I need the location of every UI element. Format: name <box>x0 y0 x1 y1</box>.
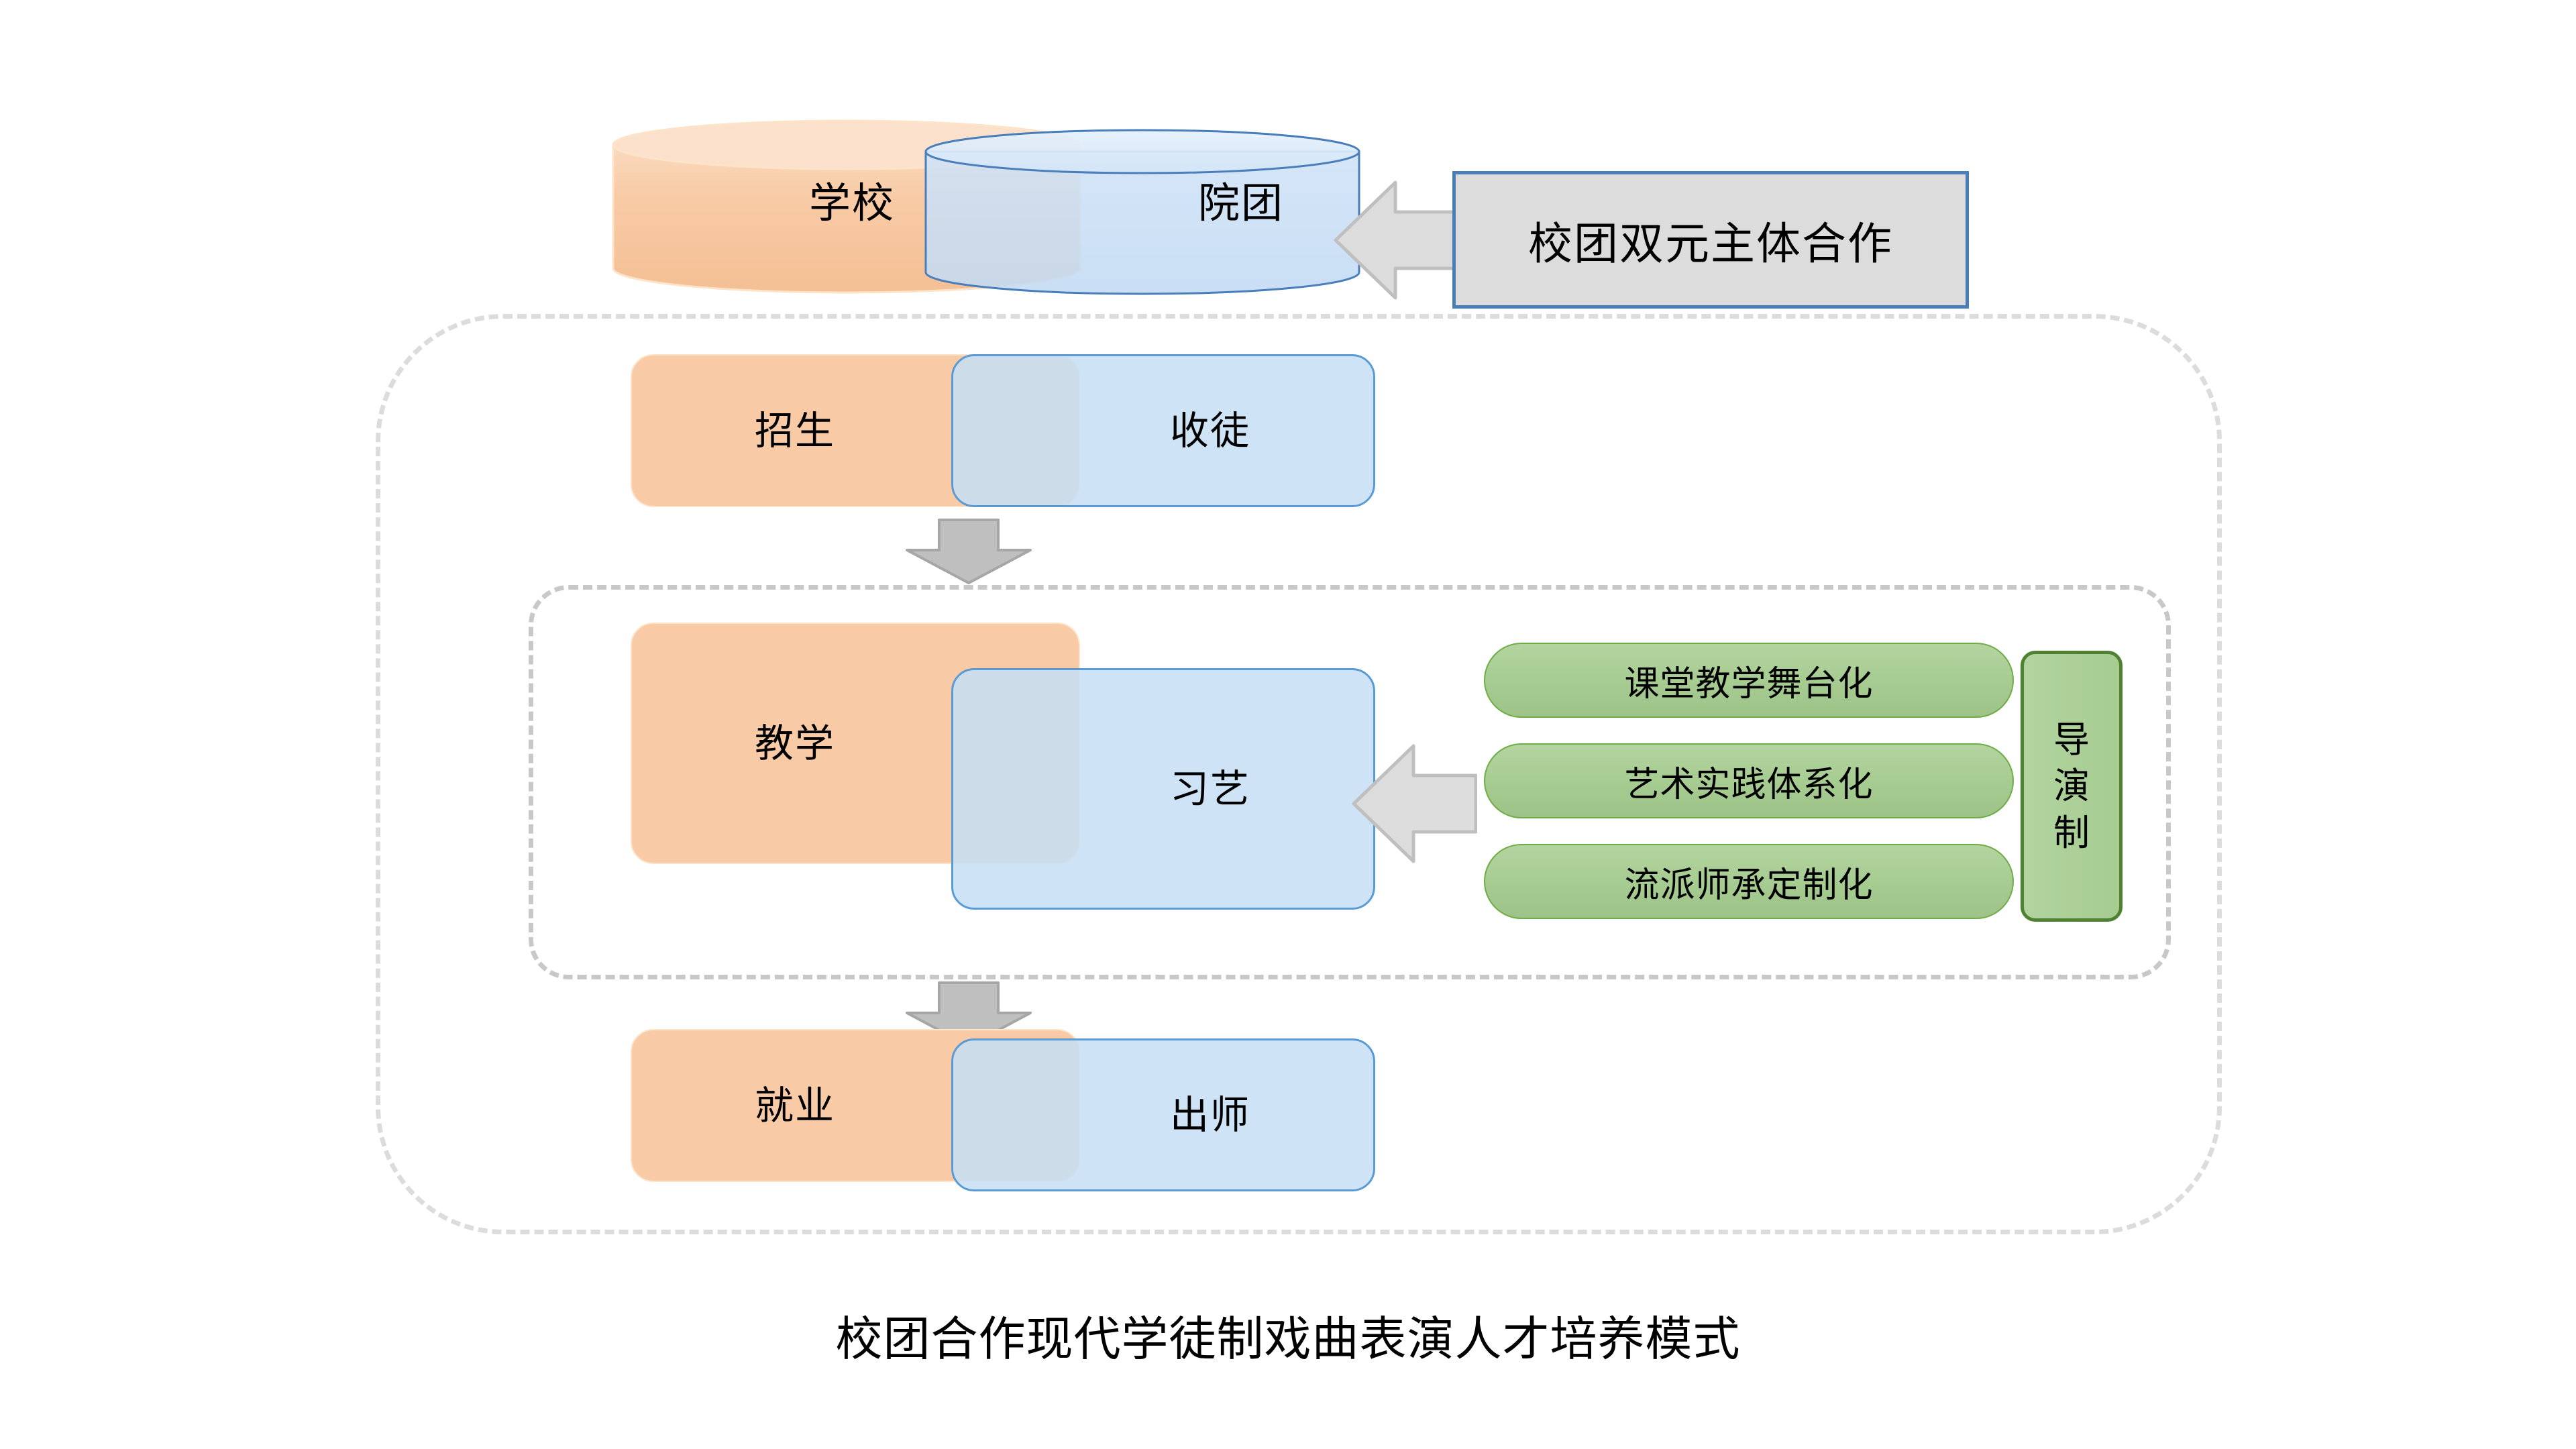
down-arrow-icon-recruit-to-teach <box>904 518 1033 585</box>
pill-art-practice[interactable]: 艺术实践体系化 <box>1484 743 2014 818</box>
stage-recruit-troupe[interactable]: 收徒 <box>951 354 1375 507</box>
stage-employ-school-label: 就业 <box>754 1083 835 1128</box>
vertical-box-char-0: 导 <box>2053 718 2090 761</box>
left-arrow-icon-to-xiyi <box>1350 743 1477 864</box>
cylinder-troupe-label: 院团 <box>1197 178 1284 227</box>
vertical-box-char-2: 制 <box>2053 811 2090 854</box>
pill-0-label: 课堂教学舞台化 <box>1624 663 1874 704</box>
vertical-box-label-group: 导 演 制 <box>2053 716 2090 855</box>
stage-teach-troupe-label: 习艺 <box>1169 766 1250 812</box>
cylinder-school-label: 学校 <box>808 178 895 227</box>
callout-box-cooperation[interactable]: 校团双元主体合作 <box>1452 171 1969 309</box>
vertical-box-director-system[interactable]: 导 演 制 <box>2021 651 2123 922</box>
inner-dashed-container <box>529 585 2171 979</box>
stage-teach-school-label: 教学 <box>754 720 835 766</box>
outer-dashed-container <box>376 314 2222 1234</box>
left-arrow-icon-to-troupe <box>1332 180 1459 301</box>
stage-recruit-troupe-label: 收徒 <box>1169 408 1250 453</box>
pill-classroom-stage[interactable]: 课堂教学舞台化 <box>1484 643 2014 718</box>
stage-employ-troupe-label: 出师 <box>1169 1092 1250 1138</box>
stage-employ-troupe[interactable]: 出师 <box>951 1038 1375 1191</box>
pill-school-lineage[interactable]: 流派师承定制化 <box>1484 844 2014 919</box>
callout-box-label: 校团双元主体合作 <box>1528 217 1893 270</box>
cylinder-troupe[interactable] <box>924 129 1360 295</box>
stage-recruit-school-label: 招生 <box>754 408 835 453</box>
stage-teach-troupe[interactable]: 习艺 <box>951 668 1375 910</box>
pill-2-label: 流派师承定制化 <box>1624 865 1874 906</box>
vertical-box-char-1: 演 <box>2053 765 2090 808</box>
pill-1-label: 艺术实践体系化 <box>1624 764 1874 805</box>
diagram-caption: 校团合作现代学徒制戏曲表演人才培养模式 <box>835 1311 1741 1366</box>
